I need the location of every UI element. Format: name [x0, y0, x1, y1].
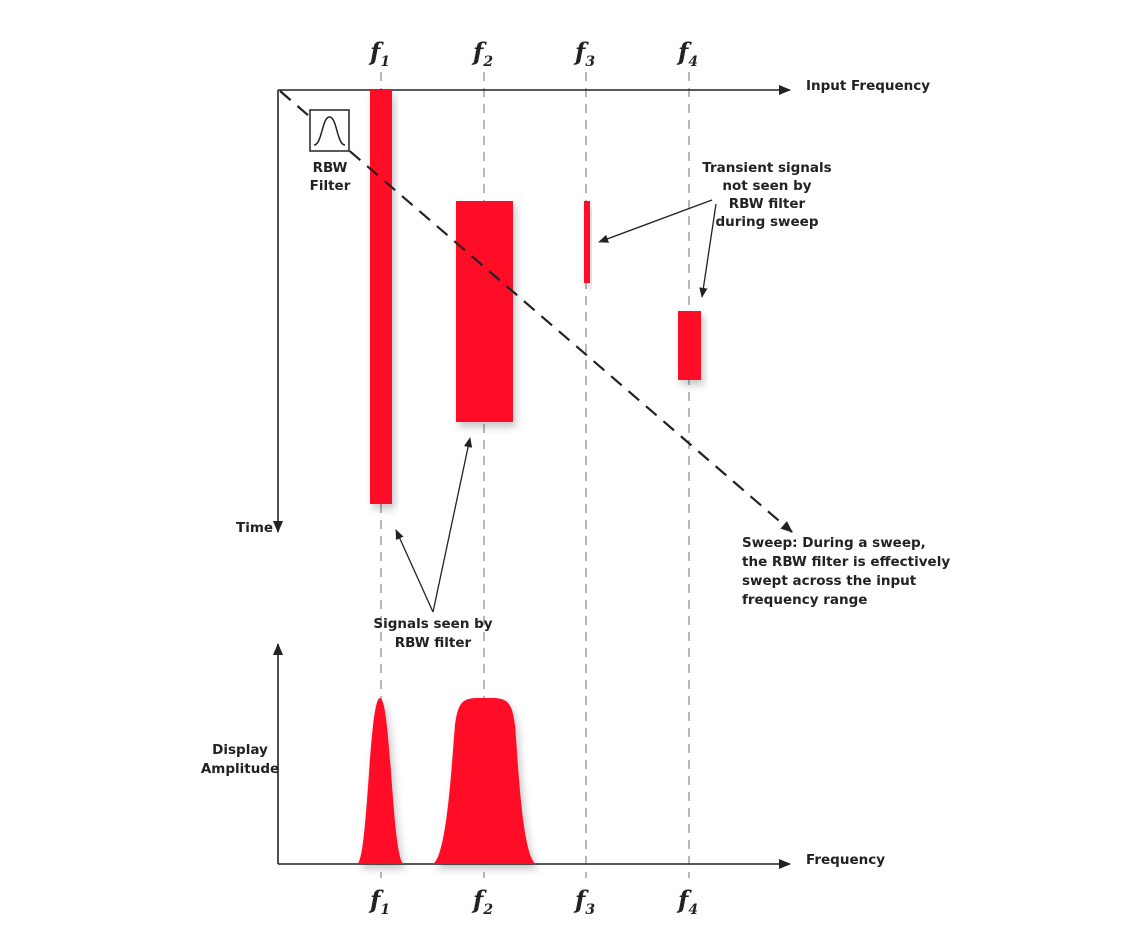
- transient-annotation-line-2: not seen by: [722, 178, 811, 194]
- svg-text:f3: f3: [573, 37, 595, 70]
- svg-text:f4: f4: [676, 885, 698, 918]
- signal-bar-f2: [456, 201, 513, 422]
- svg-text:f1: f1: [368, 885, 390, 918]
- input-frequency-label: Input Frequency: [806, 78, 930, 94]
- frequency-marker-bottom-f3: f3: [573, 885, 595, 918]
- signals-seen-annotation-line-1: Signals seen by: [373, 616, 492, 632]
- transient-arrow-f4: [699, 203, 717, 298]
- sweep-annotation-line-2: the RBW filter is effectively: [742, 554, 950, 570]
- rbw-filter-label-line-1: RBW: [313, 160, 348, 176]
- frequency-label: Frequency: [806, 852, 885, 868]
- sweep-line: [279, 90, 793, 533]
- display-amplitude-label-line-2: Amplitude: [201, 761, 279, 777]
- svg-text:f2: f2: [471, 37, 493, 70]
- signal-bar-f4: [678, 311, 701, 380]
- seen-arrow-f1: [395, 529, 434, 613]
- frequency-marker-bottom-f2: f2: [471, 885, 493, 918]
- transient-annotation-line-3: RBW filter: [729, 196, 806, 212]
- frequency-marker-bottom-f4: f4: [676, 885, 698, 918]
- spectrum-peak-f2: [433, 698, 536, 864]
- signals-seen-annotation-line-2: RBW filter: [395, 635, 472, 651]
- signal-bar-f1: [370, 90, 392, 504]
- svg-text:f2: f2: [471, 885, 493, 918]
- frequency-marker-top-f4: f4: [676, 37, 698, 70]
- sweep-annotation-line-3: swept across the input: [742, 573, 917, 589]
- transient-annotation-line-1: Transient signals: [702, 160, 831, 176]
- rbw-filter-label-line-2: Filter: [310, 178, 351, 194]
- frequency-marker-top-f3: f3: [573, 37, 595, 70]
- sweep-annotation-line-4: frequency range: [742, 592, 867, 608]
- spectrum-peak-f1: [357, 698, 404, 864]
- frequency-marker-top-f1: f1: [368, 37, 390, 70]
- display-amplitude-label-line-1: Display: [212, 742, 268, 758]
- time-label: Time: [236, 520, 273, 536]
- signal-bar-f3: [584, 201, 590, 283]
- svg-text:f3: f3: [573, 885, 595, 918]
- transient-arrow-f3: [598, 199, 713, 243]
- frequency-marker-bottom-f1: f1: [368, 885, 390, 918]
- seen-arrow-f2: [432, 437, 473, 613]
- frequency-marker-top-f2: f2: [471, 37, 493, 70]
- svg-text:f1: f1: [368, 37, 390, 70]
- svg-text:f4: f4: [676, 37, 698, 70]
- sweep-annotation-line-1: Sweep: During a sweep,: [742, 535, 926, 551]
- bandpass-filter-icon: [309, 109, 350, 152]
- transient-annotation-line-4: during sweep: [715, 214, 818, 230]
